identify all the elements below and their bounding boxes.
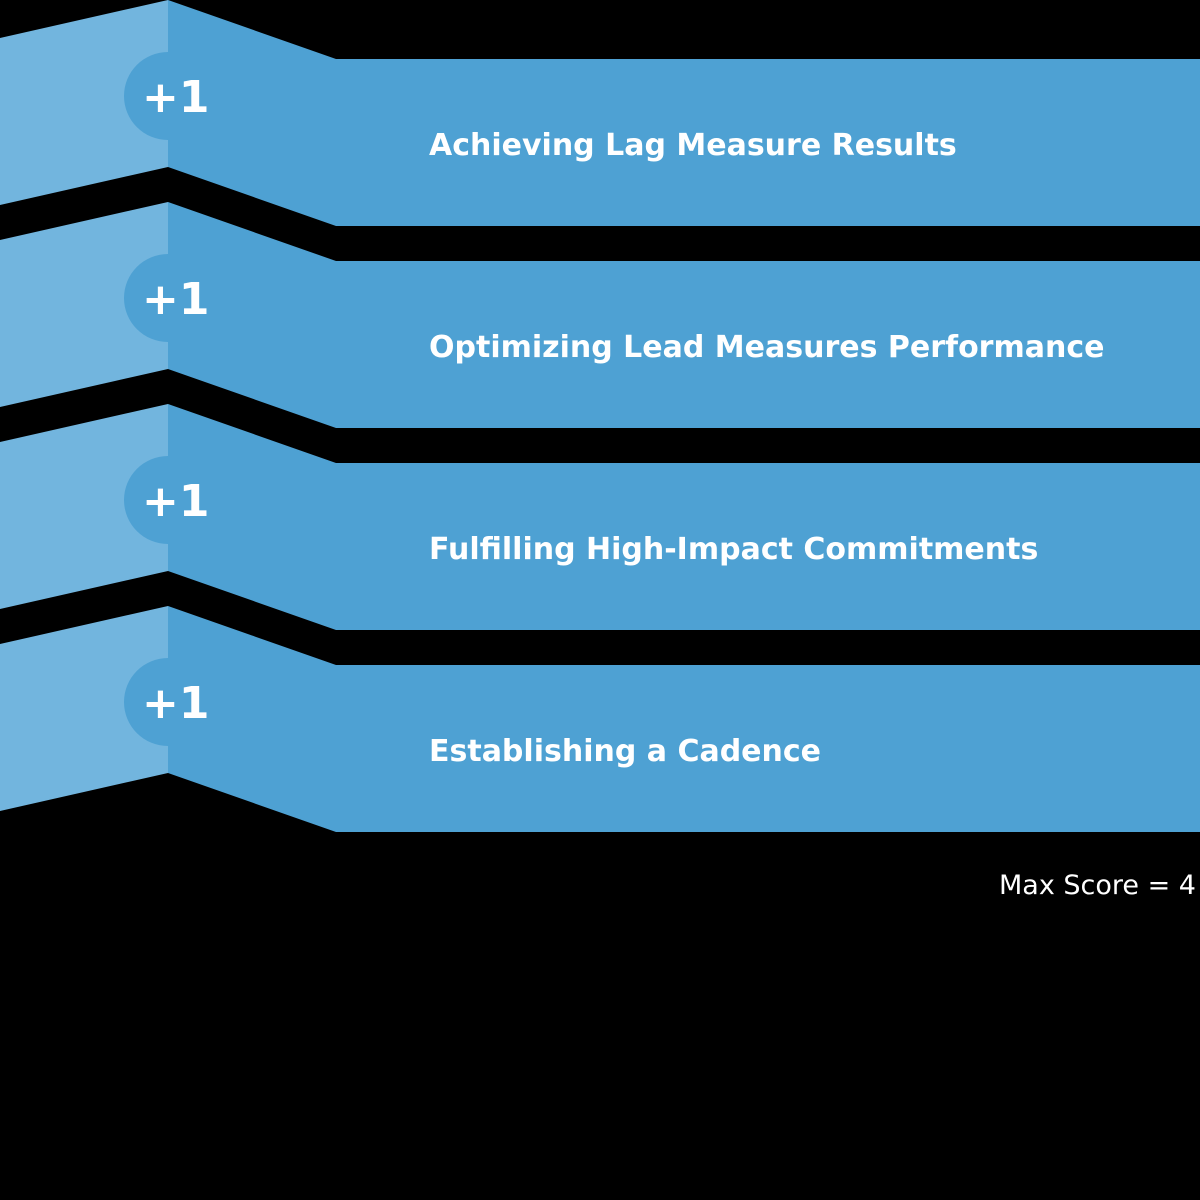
band-label: Achieving Lag Measure Results [429,128,957,163]
band-fold [0,606,168,811]
band-body [168,202,1200,428]
band-score: +1 [142,678,209,729]
band-label: Fulfilling High-Impact Commitments [429,532,1038,567]
band-fold [0,0,168,205]
band-score: +1 [142,476,209,527]
band-score: +1 [142,72,209,123]
band-fold [0,202,168,407]
band-body [168,404,1200,630]
score-tab [124,52,168,140]
score-tab [124,456,168,544]
score-tab [124,254,168,342]
band-score: +1 [142,274,209,325]
band-fold [0,404,168,609]
band-body [168,0,1200,226]
score-tab [124,658,168,746]
band-body [168,606,1200,832]
band-label: Optimizing Lead Measures Performance [429,330,1104,365]
band-label: Establishing a Cadence [429,734,821,769]
max-score-note: Max Score = 4 [999,870,1196,901]
